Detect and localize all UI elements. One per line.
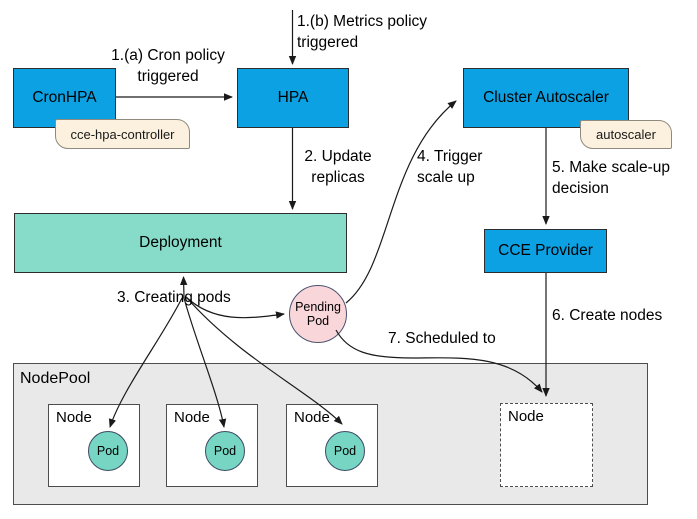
step2-label: 2. Update replicas — [304, 148, 372, 186]
cce-hpa-controller-tag: cce-hpa-controller — [55, 119, 190, 149]
step6-label: 6. Create nodes — [552, 307, 663, 324]
cce-provider-box: CCE Provider — [484, 229, 607, 273]
pending-pod-circle: Pending Pod — [289, 285, 347, 343]
node-box-new-dashed: Node — [500, 403, 593, 487]
node-label: Node — [294, 409, 330, 426]
pending-pod-label: Pending Pod — [295, 299, 341, 328]
pod-circle-3: Pod — [325, 431, 365, 471]
autoscaler-tag-label: autoscaler — [596, 127, 656, 142]
step3-label: 3. Creating pods — [117, 289, 231, 306]
step7-label: 7. Scheduled to — [388, 330, 496, 347]
arrow-pending-pod-to-autoscaler — [345, 100, 457, 304]
cce-hpa-controller-tag-label: cce-hpa-controller — [70, 126, 175, 142]
step1b-label: 1.(b) Metrics policy triggered — [297, 13, 428, 51]
nodepool-label: NodePool — [20, 370, 91, 387]
cluster-autoscaler-box: Cluster Autoscaler — [463, 68, 629, 128]
cce-provider-label: CCE Provider — [498, 242, 593, 259]
step5-label: 5. Make scale-up decision — [552, 159, 671, 197]
deployment-label: Deployment — [139, 234, 222, 251]
node-label: Node — [56, 409, 92, 426]
node-label: Node — [508, 408, 544, 425]
node-label: Node — [174, 409, 210, 426]
hpa-label: HPA — [277, 89, 309, 106]
pod-circle-2: Pod — [205, 431, 245, 471]
pod-circle-1: Pod — [88, 431, 128, 471]
cronhpa-label: CronHPA — [32, 89, 97, 106]
pod-label: Pod — [213, 443, 237, 458]
pod-label: Pod — [96, 443, 120, 458]
hpa-box: HPA — [237, 68, 349, 128]
autoscaler-tag: autoscaler — [580, 120, 672, 149]
cluster-autoscaler-label: Cluster Autoscaler — [483, 89, 609, 106]
step4-label: 4. Trigger scale up — [417, 148, 483, 186]
step1a-label: 1.(a) Cron policy triggered — [111, 47, 225, 85]
deployment-box: Deployment — [14, 213, 347, 273]
pod-label: Pod — [333, 443, 357, 458]
